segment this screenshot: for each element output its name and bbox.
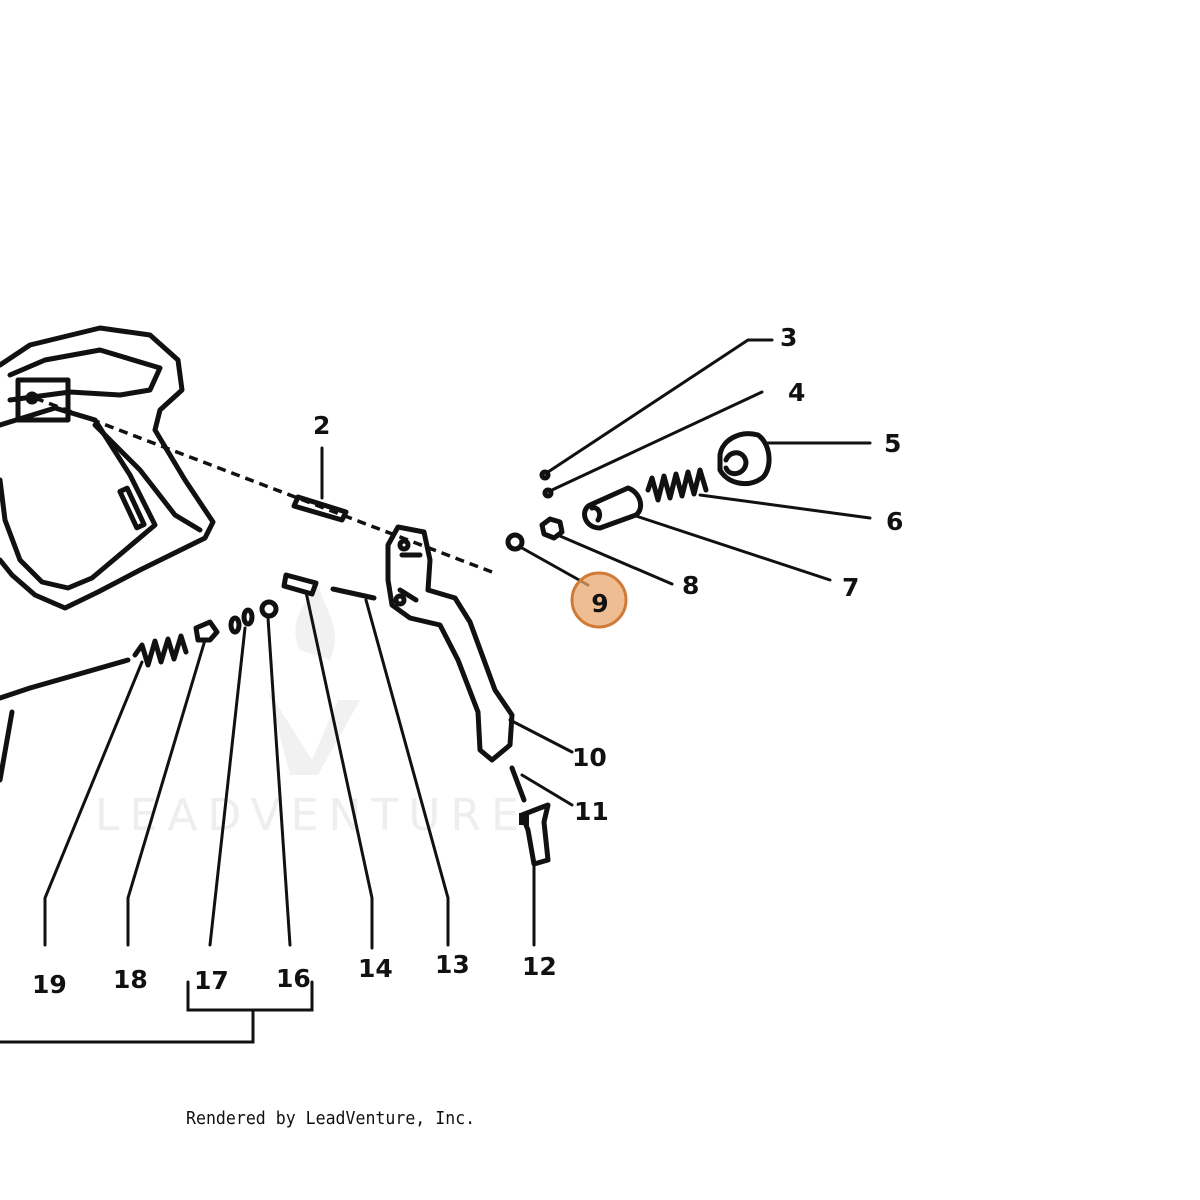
seat-18-shape [193, 619, 220, 643]
assembly-axis-line [34, 396, 493, 574]
part-17-orings: 17 [194, 607, 255, 995]
part-8-nut: 8 [539, 516, 699, 600]
leader-7 [634, 514, 832, 582]
part-3-4-balls: 3 4 [539, 323, 805, 499]
part-7-cylinder: 7 [582, 485, 859, 602]
leader-11 [520, 773, 574, 807]
callout-8: 8 [682, 571, 699, 600]
rod-19-tail [0, 709, 15, 783]
cap-5-face [723, 450, 749, 477]
callout-12: 12 [522, 952, 557, 981]
group-bracket-16-17 [0, 980, 314, 1044]
part-11-pin: 11 [509, 765, 609, 826]
gun-side-plate [15, 377, 71, 423]
callout-18: 18 [113, 965, 148, 994]
watermark-text: LEADVENTURE [95, 790, 529, 841]
latch-12-knob [519, 813, 529, 825]
oring-17a-shape [228, 615, 242, 635]
leader-19 [43, 660, 144, 947]
part-6-spring: 6 [645, 467, 903, 536]
leader-9 [520, 546, 590, 587]
pin-11-shape [509, 765, 527, 803]
nut-8-shape [539, 516, 565, 541]
leader-18 [126, 638, 207, 947]
rod-19-shape [0, 657, 131, 701]
sleeve-14-shape [281, 572, 319, 597]
part-18-spring: 18 [113, 619, 220, 994]
part-16-washer: 16 [259, 599, 311, 993]
leader-4 [550, 390, 764, 492]
trigger-10-shape [385, 524, 515, 763]
callout-14: 14 [358, 954, 393, 983]
gun-slot [117, 485, 147, 531]
gun-trigger-guard [92, 422, 203, 533]
cylinder-7-end [589, 505, 603, 523]
callout-10: 10 [572, 743, 607, 772]
leader-8 [558, 534, 674, 586]
ball-3 [539, 469, 551, 481]
highlight-marker-9[interactable] [570, 571, 628, 629]
trigger-10-hole-b [393, 593, 407, 607]
callout-6: 6 [886, 507, 903, 536]
oring-17b-shape [241, 607, 255, 627]
part-13-pin: 13 [330, 586, 470, 979]
leader-6 [698, 493, 872, 520]
leader-10 [508, 718, 574, 754]
callout-9[interactable]: 9 [591, 589, 608, 618]
pin-13-shape [330, 586, 377, 601]
gun-handle [0, 325, 216, 611]
callout-3: 3 [780, 323, 797, 352]
watermark-logo [268, 580, 360, 775]
callout-7: 7 [842, 573, 859, 602]
pin-2-shape [291, 494, 349, 523]
watermark: LEADVENTURE [95, 580, 529, 841]
part-5-cap: 5 [717, 429, 901, 487]
callout-11: 11 [574, 797, 609, 826]
oring-9-shape [505, 532, 525, 552]
leader-17 [208, 626, 247, 947]
latch-12-shape [519, 802, 551, 867]
ball-4 [542, 487, 554, 499]
callout-4: 4 [788, 378, 805, 407]
washer-16-shape [259, 599, 279, 619]
footer-credit: Rendered by LeadVenture, Inc. [186, 1108, 476, 1129]
part-12-latch: 12 [519, 802, 557, 981]
callout-19: 19 [32, 970, 67, 999]
part-9-oring: 9 [505, 532, 628, 629]
leader-14 [304, 590, 374, 950]
gun-body-outline [0, 325, 216, 611]
spring-18-shape [132, 633, 189, 668]
part-10-trigger: 10 [385, 524, 607, 772]
leader-13 [364, 598, 450, 947]
callout-2: 2 [313, 411, 330, 440]
cap-5-shape [717, 431, 772, 487]
trigger-10-inner [397, 552, 423, 603]
part-19-rod: 19 [0, 657, 144, 999]
part-14-sleeve: 14 [281, 572, 393, 983]
leader-3 [546, 338, 774, 474]
callout-13: 13 [435, 950, 470, 979]
callout-16: 16 [276, 964, 311, 993]
spring-6-shape [645, 467, 709, 503]
leader-16 [266, 616, 292, 947]
callout-17: 17 [194, 966, 229, 995]
trigger-10-hole-a [397, 538, 411, 552]
part-2-pin: 2 [291, 411, 349, 523]
gun-top-detail [7, 347, 163, 403]
callout-5: 5 [884, 429, 901, 458]
